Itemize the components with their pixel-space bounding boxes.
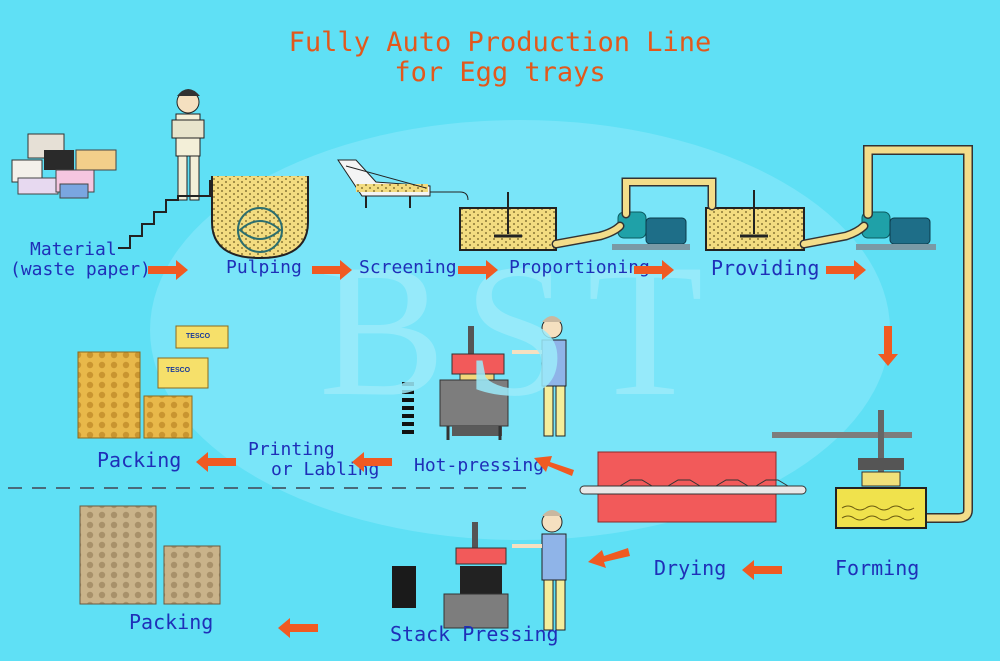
arrow-left-diag-hotpress — [534, 456, 574, 476]
label-pulping: Pulping — [226, 257, 302, 278]
pulp-pipes — [551, 145, 973, 523]
label-printing: Printing — [248, 439, 335, 460]
arrow-right-1 — [148, 260, 188, 280]
label-providing: Providing — [711, 256, 820, 280]
arrow-left-diag-dryer — [588, 548, 630, 568]
arrow-left-printing — [352, 452, 392, 472]
pulping-tank — [211, 176, 309, 260]
arrow-right-2 — [312, 260, 352, 280]
arrow-right-4 — [634, 260, 674, 280]
arrow-left-packing-bottom — [278, 618, 318, 638]
label-printing-sub: or Labling — [271, 459, 380, 480]
proportioning-tank — [459, 192, 557, 251]
worker-stack-press-icon — [512, 510, 567, 631]
tray-stack-black-2 — [392, 566, 416, 608]
pump-1 — [612, 211, 690, 250]
arrow-left-drying — [742, 560, 782, 580]
arrow-right-3 — [458, 260, 498, 280]
packed-egg-trays-yellow-icon — [77, 325, 229, 439]
page-title-line2: for Egg trays — [394, 57, 606, 88]
label-stack-pressing: Stack Pressing — [390, 622, 559, 646]
waste-paper-pile-icon — [11, 133, 117, 199]
arrow-down — [878, 326, 898, 366]
tesco-label-1: TESCO — [186, 333, 211, 340]
providing-tank — [705, 190, 805, 251]
label-packing-bottom: Packing — [129, 610, 214, 634]
label-drying: Drying — [654, 556, 727, 580]
worker-carrying-paper-icon — [171, 89, 205, 201]
screening-machine — [337, 159, 469, 208]
label-material-sub: (waste paper) — [10, 259, 151, 280]
arrow-left-packing-top — [196, 452, 236, 472]
label-packing-top: Packing — [97, 448, 182, 472]
hot-press-machine — [439, 326, 509, 440]
worker-hot-press-icon — [512, 316, 567, 437]
dryer-oven — [579, 451, 807, 523]
forming-machine — [772, 410, 927, 529]
label-hot-pressing: Hot-pressing — [414, 455, 545, 476]
label-proportioning: Proportioning — [509, 257, 650, 278]
stack-press-machine — [443, 522, 509, 629]
label-material: Material — [30, 239, 117, 260]
arrow-right-5 — [826, 260, 866, 280]
label-screening: Screening — [359, 257, 457, 278]
page-title-line1: Fully Auto Production Line — [288, 27, 712, 58]
stairs — [118, 180, 211, 249]
tray-stack-black-1 — [402, 382, 414, 434]
tesco-label-2: TESCO — [166, 367, 191, 374]
label-forming: Forming — [835, 556, 920, 580]
stacked-egg-trays-gray-icon — [79, 505, 221, 605]
